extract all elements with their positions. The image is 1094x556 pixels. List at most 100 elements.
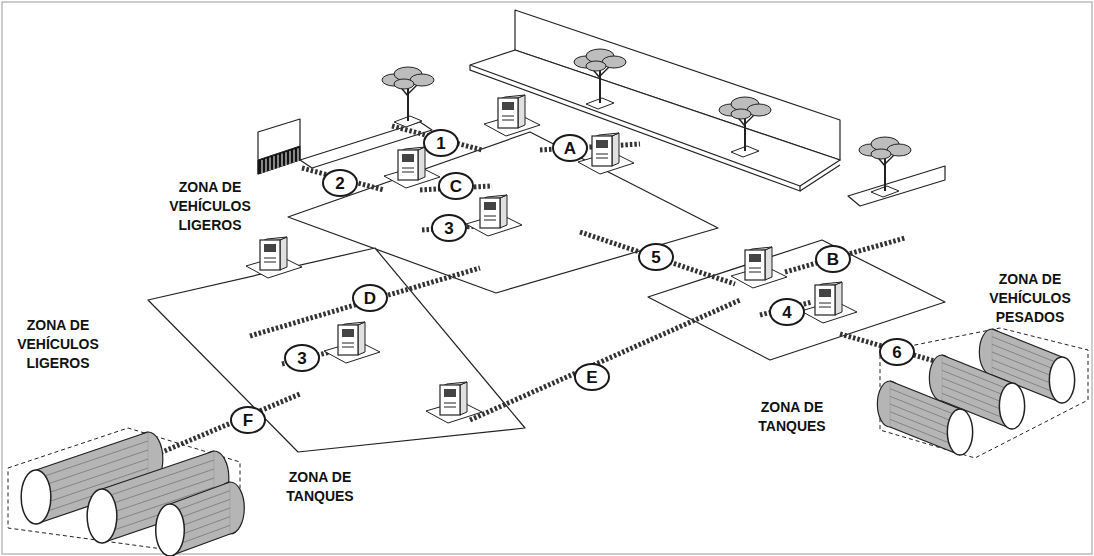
dispenser-detail: [342, 347, 354, 348]
callout-number: E: [574, 363, 610, 391]
callout-text: 1: [436, 135, 445, 152]
tank-hatch: [890, 389, 960, 417]
hatch-line: [278, 155, 279, 168]
dispenser-body: [338, 325, 358, 355]
tree-canopy: [586, 61, 606, 71]
zone-label: ZONA DE VEHÍCULOS PESADOS: [980, 270, 1080, 327]
callout-number: 2: [322, 169, 358, 197]
sidewalk: [848, 166, 945, 206]
callout-text: E: [586, 369, 597, 386]
tank-outline: [890, 381, 960, 409]
dispenser-body: [592, 136, 612, 166]
tank-hatch: [942, 363, 1012, 391]
tree-canopy: [394, 79, 414, 89]
callout-number: 3: [431, 214, 467, 242]
callout-text: C: [450, 178, 462, 195]
callout-text: 4: [782, 304, 791, 321]
light-vehicle-platform: [148, 248, 525, 452]
dispenser-body: [498, 98, 518, 128]
dispenser-screen: [596, 140, 608, 148]
hatch-line: [290, 151, 291, 164]
dispenser-body: [398, 150, 418, 180]
hatch-line: [266, 159, 267, 172]
dispenser-detail: [342, 343, 354, 344]
zone-label: ZONA DE VEHÍCULOS LIGEROS: [160, 178, 260, 235]
dispenser-side: [518, 95, 525, 128]
dispenser-screen: [749, 254, 761, 262]
tank-outline: [942, 355, 1012, 383]
tank-outline: [170, 482, 230, 504]
dispenser-side: [765, 247, 772, 280]
dispenser-body: [480, 198, 500, 228]
callout-number: 6: [879, 338, 915, 366]
dispenser-detail: [264, 262, 276, 263]
pipe-line: [785, 238, 905, 272]
dispenser-screen: [484, 202, 496, 210]
hatch-line: [298, 148, 299, 161]
callout-text: 6: [892, 344, 901, 361]
dispenser-screen: [342, 329, 354, 337]
tank-face: [87, 489, 117, 543]
dispenser-body: [815, 285, 835, 315]
pipe-line: [580, 232, 735, 284]
zone-label: ZONA DE TANQUES: [742, 398, 842, 436]
callout-number: A: [552, 134, 588, 162]
tank-outline: [992, 329, 1062, 357]
callout-text: 5: [651, 249, 660, 266]
pipe-line: [470, 300, 740, 420]
dispenser-body: [440, 385, 460, 415]
callout-number: B: [815, 245, 851, 273]
hatch-line: [294, 150, 295, 163]
callout-number: C: [438, 172, 474, 200]
tank-pit-outline: [880, 328, 1088, 458]
dispenser-side: [612, 133, 619, 166]
dispenser-side: [835, 282, 842, 315]
hatch-line: [274, 156, 275, 169]
callout-text: D: [364, 290, 376, 307]
tank-face: [21, 470, 51, 524]
dispenser-detail: [596, 158, 608, 159]
dispenser-screen: [819, 289, 831, 297]
dispenser-screen: [444, 389, 456, 397]
dispenser-side: [500, 195, 507, 228]
dispenser-detail: [819, 303, 831, 304]
dispenser-detail: [749, 268, 761, 269]
callout-number: 4: [769, 298, 805, 326]
dispenser-detail: [402, 172, 414, 173]
tank-face: [999, 383, 1024, 429]
tree-canopy: [871, 149, 891, 159]
dispenser-side: [358, 322, 365, 355]
hatch-line: [262, 160, 263, 173]
hatch-line: [282, 154, 283, 167]
tree-canopy: [731, 109, 751, 119]
dispenser-screen: [402, 154, 414, 162]
dispenser-screen: [502, 102, 514, 110]
dispenser-side: [460, 382, 467, 415]
callout-number: F: [230, 406, 266, 434]
dispenser-body: [745, 250, 765, 280]
zone-label: ZONA DE VEHÍCULOS LIGEROS: [8, 316, 108, 373]
dispenser-detail: [502, 116, 514, 117]
dispenser-detail: [502, 120, 514, 121]
dispenser-detail: [484, 216, 496, 217]
dispenser-body: [260, 240, 280, 270]
dispenser-detail: [264, 258, 276, 259]
dispenser-detail: [749, 272, 761, 273]
callout-number: 1: [423, 129, 459, 157]
dispenser-screen: [264, 244, 276, 252]
dispenser-detail: [484, 220, 496, 221]
callout-text: 3: [444, 220, 453, 237]
hatch-line: [286, 152, 287, 165]
callout-number: D: [352, 284, 388, 312]
tank-face: [1049, 357, 1074, 403]
zone-label: ZONA DE TANQUES: [270, 468, 370, 506]
callout-text: A: [564, 140, 576, 157]
callout-number: 5: [638, 243, 674, 271]
gate-wall: [258, 119, 300, 174]
callout-text: 2: [335, 175, 344, 192]
callout-text: B: [827, 251, 839, 268]
dispenser-detail: [444, 407, 456, 408]
